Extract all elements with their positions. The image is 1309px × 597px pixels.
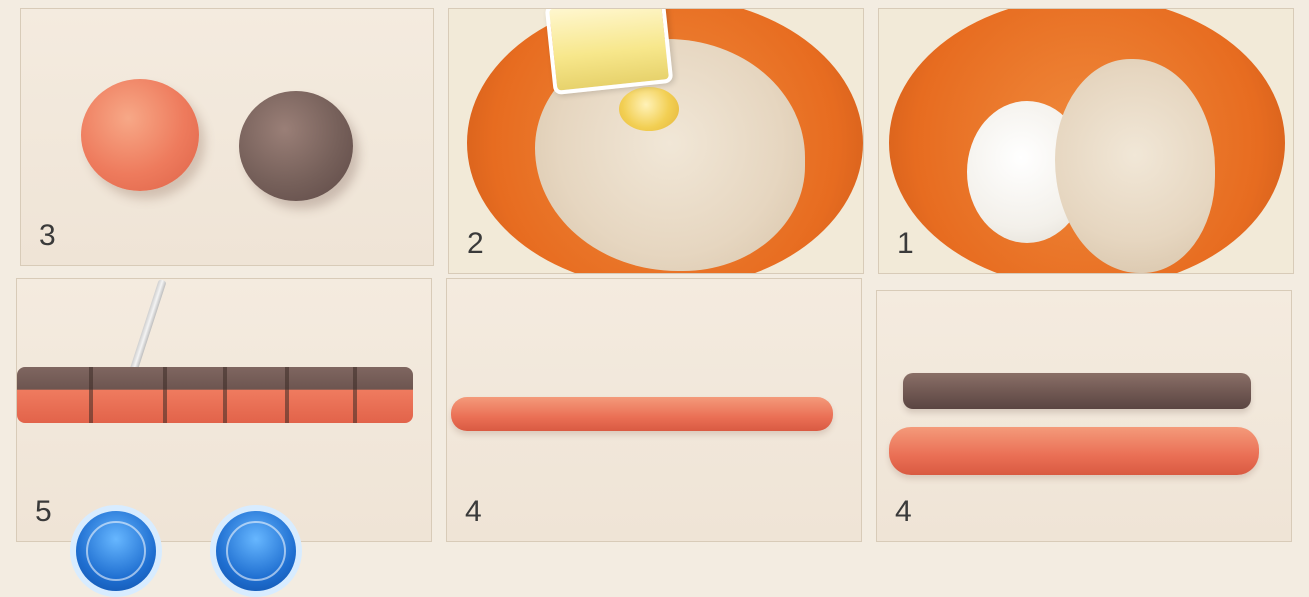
brown-dough-rope <box>903 373 1251 409</box>
circle-button-icon[interactable] <box>70 505 162 597</box>
step-number: 4 <box>895 497 912 527</box>
egg-yolk <box>619 87 679 131</box>
step-1-panel: 1 <box>878 8 1294 274</box>
circle-button-icon[interactable] <box>210 505 302 597</box>
step-number: 2 <box>467 229 484 259</box>
step-number: 1 <box>897 229 914 259</box>
nav-buttons <box>0 505 330 585</box>
butter-spatula <box>545 8 674 95</box>
orange-dough-ball <box>81 79 199 191</box>
step-3-panel: 3 <box>20 8 434 266</box>
step-4b-panel: 4 <box>876 290 1292 542</box>
step-number: 3 <box>39 221 56 251</box>
brown-dough-ball <box>239 91 353 201</box>
step-5-panel: 5 <box>16 278 432 542</box>
cut-lines <box>17 367 413 423</box>
step-number: 4 <box>465 497 482 527</box>
orange-dough-rope <box>451 397 833 431</box>
orange-dough-rope <box>889 427 1259 475</box>
step-2-panel: 2 <box>448 8 864 274</box>
step-4a-panel: 4 <box>446 278 862 542</box>
